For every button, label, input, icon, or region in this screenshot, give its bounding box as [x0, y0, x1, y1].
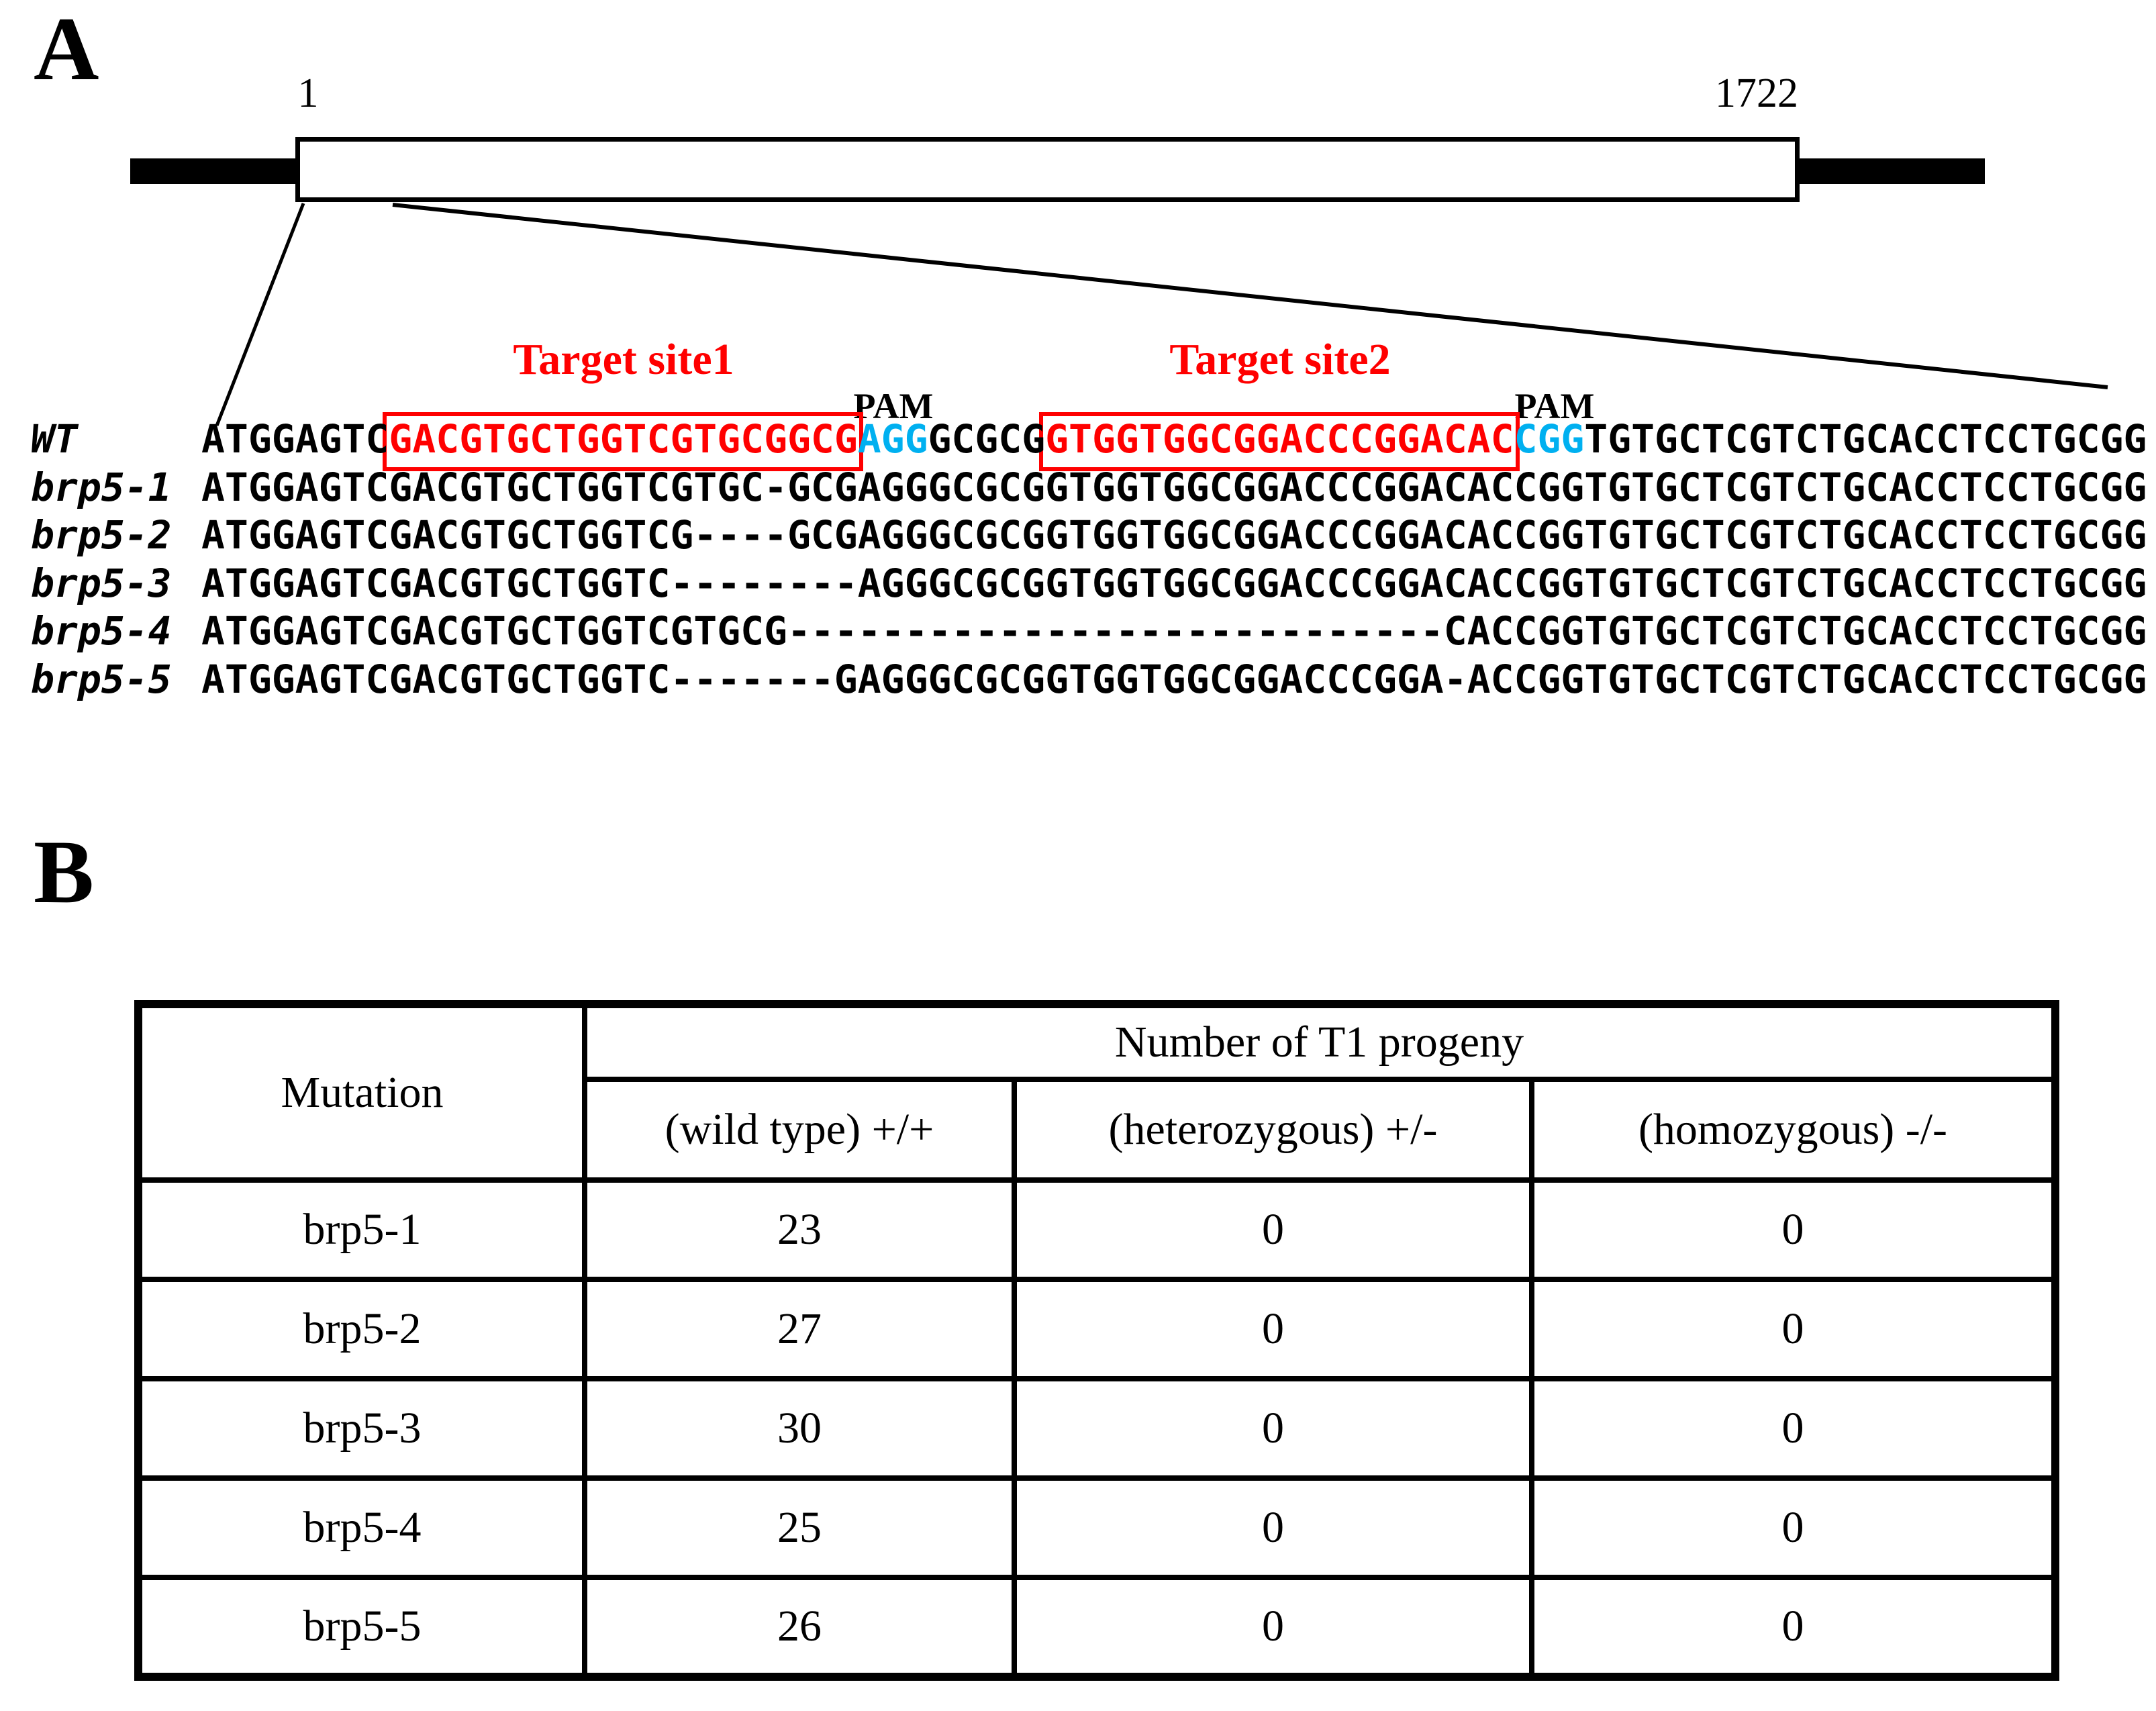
progeny-table-head: Mutation Number of T1 progeny (wild type… — [136, 1001, 2058, 1183]
sequence-text: ATGGAGTCGACGTGCTGGTCGTGCGGCGAGGGCGCGGTGG… — [201, 419, 2147, 460]
heterozygous-count-cell: 0 — [1012, 1575, 1534, 1679]
sequence-segment-cyan: CGG — [1514, 416, 1585, 462]
pam2-label: PAM — [1514, 386, 1595, 426]
alignment-row-brp5-4: brp5-4 ATGGAGTCGACGTGCTGGTCGTGCG---------… — [0, 611, 2156, 652]
sequence-text: ATGGAGTCGACGTGCTGGTCGTGCG---------------… — [201, 608, 2147, 654]
table-header-row-1: Mutation Number of T1 progeny — [136, 1001, 2058, 1183]
homozygous-count-cell: 0 — [1529, 1277, 2058, 1381]
heterozygous-count-cell: 0 — [1012, 1376, 1534, 1481]
mutation-name-cell: brp5-3 — [136, 1376, 587, 1481]
heterozygous-count-cell: 0 — [1012, 1475, 1534, 1580]
sequence-segment-red: GACGTGCTGGTCGTGCGGCG — [389, 416, 858, 462]
alignment-row-brp5-3: brp5-3 ATGGAGTCGACGTGCTGGTC--------AGGGCG… — [0, 563, 2156, 605]
heterozygous-count-cell: 0 — [1012, 1177, 1534, 1282]
sequence-name-label: brp5-4 — [31, 608, 172, 654]
heterozygous-count-cell: 0 — [1012, 1277, 1534, 1381]
mutation-column-header: Mutation — [136, 1001, 587, 1183]
sequence-segment-cyan: AGG — [857, 416, 928, 462]
sequence-name-label: brp5-3 — [31, 560, 172, 606]
homozygous-count-cell: 0 — [1529, 1177, 2058, 1282]
mutation-name-cell: brp5-1 — [136, 1177, 587, 1282]
sequence-segment-red: GTGGTGGCGGACCCGGACAC — [1045, 416, 1514, 462]
homozygous-count-cell: 0 — [1529, 1376, 2058, 1481]
sequence-text: ATGGAGTCGACGTGCTGGTCGTGC-GCGAGGGCGCGGTGG… — [201, 464, 2147, 510]
sequence-name-label: brp5-5 — [31, 656, 172, 702]
homozygous-column-header: (homozygous) -/- — [1529, 1077, 2058, 1183]
sequence-text: ATGGAGTCGACGTGCTGGTC-------GAGGGCGCGGTGG… — [201, 656, 2147, 702]
wild-type-count-cell: 25 — [582, 1475, 1017, 1580]
gene-end-coordinate: 1722 — [1715, 70, 1798, 116]
progeny-group-header: Number of T1 progeny — [582, 1001, 2058, 1082]
wild-type-count-cell: 26 — [582, 1575, 1017, 1679]
target-site1-label: Target site1 — [513, 335, 734, 384]
homozygous-count-cell: 0 — [1529, 1575, 2058, 1679]
alignment-row-brp5-5: brp5-5 ATGGAGTCGACGTGCTGGTC-------GAGGGCG… — [0, 659, 2156, 701]
sequence-name-label: brp5-1 — [31, 464, 172, 510]
gene-flank-bar-left — [130, 158, 297, 184]
wild-type-column-header: (wild type) +/+ — [582, 1077, 1017, 1183]
mutation-name-cell: brp5-2 — [136, 1277, 587, 1381]
alignment-row-brp5-2: brp5-2 ATGGAGTCGACGTGCTGGTCG----GCGAGGGCG… — [0, 515, 2156, 556]
wild-type-count-cell: 23 — [582, 1177, 1017, 1282]
sequence-name-label: brp5-2 — [31, 512, 172, 558]
sequence-segment-black: GCGCG — [928, 416, 1046, 462]
panel-b-label: B — [34, 822, 95, 922]
progeny-table: Mutation Number of T1 progeny (wild type… — [134, 1000, 2059, 1681]
mutation-name-cell: brp5-4 — [136, 1475, 587, 1580]
sequence-segment-black: TGTGCTCGTCTGCACCTCCTGCGG — [1584, 416, 2147, 462]
wild-type-count-cell: 30 — [582, 1376, 1017, 1481]
panel-a-label: A — [34, 0, 99, 99]
gene-flank-bar-right — [1795, 158, 1985, 184]
pam1-label: PAM — [853, 386, 934, 426]
sequence-alignment: WT ATGGAGTCGACGTGCTGGTCGTGCGGCGAGGGCGCGGT… — [0, 0, 2156, 738]
target-site2-label: Target site2 — [1169, 335, 1391, 384]
sequence-name-label: WT — [31, 416, 78, 462]
sequence-text: ATGGAGTCGACGTGCTGGTCG----GCGAGGGCGCGGTGG… — [201, 512, 2147, 558]
alignment-row-brp5-1: brp5-1 ATGGAGTCGACGTGCTGGTCGTGC-GCGAGGGCG… — [0, 467, 2156, 509]
alignment-row-WT: WT ATGGAGTCGACGTGCTGGTCGTGCGGCGAGGGCGCGGT… — [0, 419, 2156, 460]
target-site2-box — [1039, 412, 1520, 471]
wild-type-count-cell: 27 — [582, 1277, 1017, 1381]
homozygous-count-cell: 0 — [1529, 1475, 2058, 1580]
target-site1-box — [383, 412, 863, 471]
gene-body-box — [295, 137, 1800, 202]
table-header-row-2: (wild type) +/+ (heterozygous) +/- (homo… — [138, 1077, 2058, 1183]
sequence-segment-black: ATGGAGTC — [201, 416, 389, 462]
gene-start-coordinate: 1 — [297, 70, 319, 116]
sequence-text: ATGGAGTCGACGTGCTGGTC--------AGGGCGCGGTGG… — [201, 560, 2147, 606]
heterozygous-column-header: (heterozygous) +/- — [1012, 1077, 1534, 1183]
mutation-name-cell: brp5-5 — [136, 1575, 587, 1679]
